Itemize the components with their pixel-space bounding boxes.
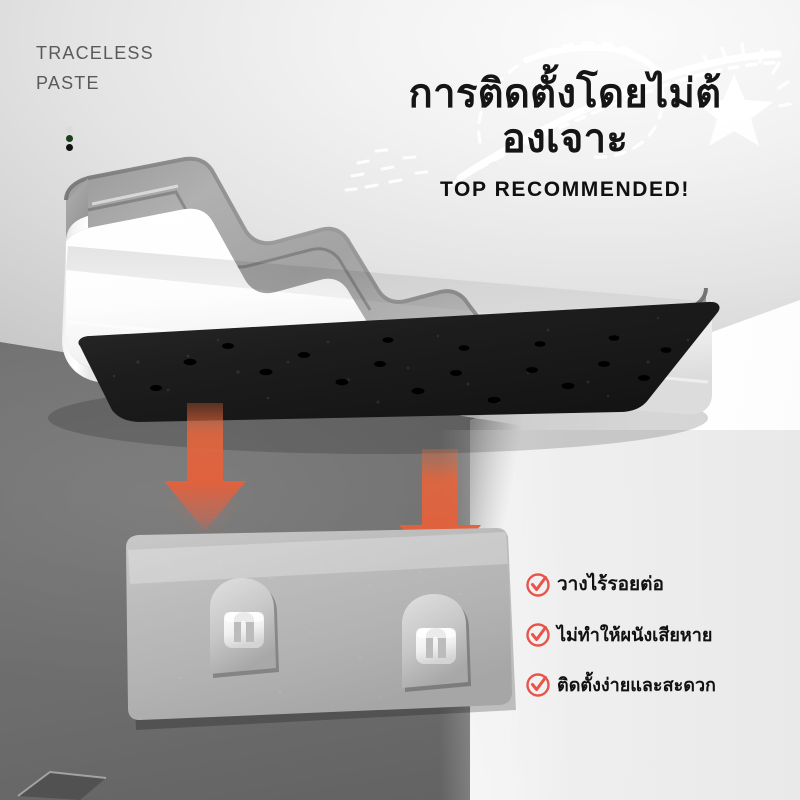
brand-line-1: TRACELESS (36, 43, 154, 63)
list-item: ไม่ทำให้ผนังเสียหาย (525, 622, 800, 648)
brand-label: TRACELESS PASTE (36, 38, 154, 98)
list-item: วางไร้รอยต่อ (525, 572, 800, 598)
dot-green (66, 135, 73, 142)
feature-text: วางไร้รอยต่อ (557, 574, 664, 595)
headline-line-2: องเจาะ (501, 117, 629, 161)
feature-text: ติดตั้งง่ายและสะดวก (557, 675, 716, 695)
drain-holes (150, 335, 672, 404)
feature-text: ไม่ทำให้ผนังเสียหาย (557, 625, 713, 645)
headline-subtitle: TOP RECOMMENDED! (439, 178, 690, 201)
dot-light (66, 126, 73, 133)
three-vertical-dots-icon (66, 124, 76, 153)
list-item: ติดตั้งง่ายและสะดวก (525, 672, 800, 698)
black-perforated-base (78, 301, 720, 422)
headline-line-1: การติดตั้งโดยไม่ต้ (408, 72, 722, 116)
hook-mount-left (210, 578, 279, 678)
swoosh-decoration-icon (344, 41, 792, 192)
feature-list: วางไร้รอยต่อ ไม่ทำให้ผนังเสียหาย ติดตั้ง… (525, 572, 800, 722)
page-title: การติดตั้งโดยไม่ต้ องเจาะ (330, 72, 800, 162)
adhesive-mounting-pad (126, 528, 516, 730)
check-circle-icon (526, 673, 550, 697)
hook-mount-right (402, 594, 471, 692)
brand-line-2: PASTE (36, 73, 100, 93)
down-arrow-left (164, 403, 246, 531)
translucent-wavy-rim (66, 158, 706, 406)
headline-block: การติดตั้งโดยไม่ต้ องเจาะ TOP RECOMMENDE… (330, 30, 800, 201)
check-circle-icon (526, 623, 550, 647)
dot-black (66, 144, 73, 151)
background-object-corner (17, 770, 107, 800)
check-circle-icon (526, 573, 550, 597)
